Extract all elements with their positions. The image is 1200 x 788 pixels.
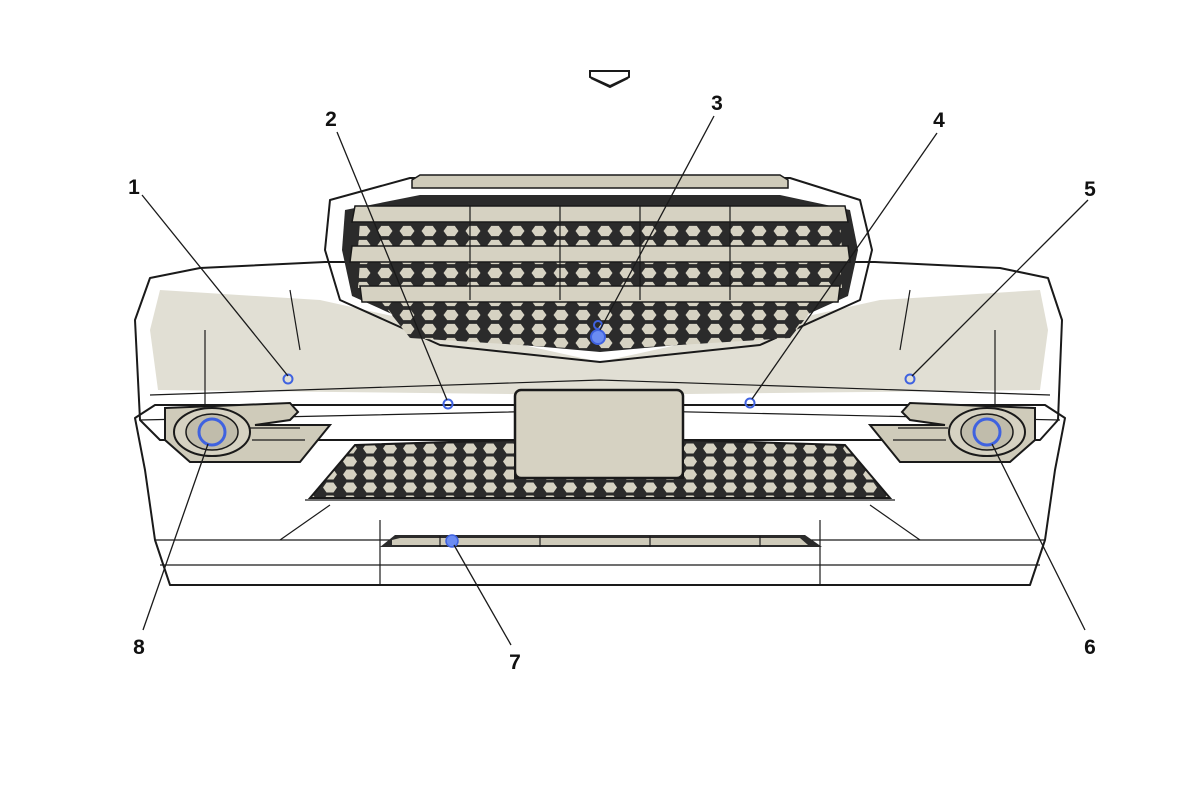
marker-4 bbox=[744, 397, 756, 409]
marker-2 bbox=[442, 398, 454, 410]
license-plate-bracket bbox=[513, 388, 685, 480]
callout-7: 7 bbox=[509, 651, 521, 674]
marker-6 bbox=[972, 417, 1002, 447]
upper-grille bbox=[324, 174, 873, 363]
callout-6: 6 bbox=[1084, 636, 1096, 659]
marker-7 bbox=[445, 534, 459, 548]
marker-1 bbox=[282, 373, 294, 385]
left-fog-lamp-bezel bbox=[164, 401, 333, 463]
marker-5 bbox=[904, 373, 916, 385]
callout-3: 3 bbox=[711, 92, 723, 115]
lower-air-dam bbox=[380, 535, 822, 547]
right-fog-lamp-bezel bbox=[867, 401, 1036, 463]
callout-4: 4 bbox=[933, 109, 945, 132]
callout-5: 5 bbox=[1084, 178, 1096, 201]
marker-8 bbox=[197, 417, 227, 447]
marker-3 bbox=[590, 329, 606, 345]
callout-1: 1 bbox=[128, 176, 140, 199]
leader-lines bbox=[141, 115, 1089, 646]
callout-8: 8 bbox=[133, 636, 145, 659]
view-direction-arrow-icon bbox=[589, 70, 630, 89]
callout-2: 2 bbox=[325, 108, 337, 131]
lower-grille bbox=[307, 438, 893, 499]
callout-labels: 1 2 3 4 5 6 7 8 bbox=[128, 92, 1096, 674]
